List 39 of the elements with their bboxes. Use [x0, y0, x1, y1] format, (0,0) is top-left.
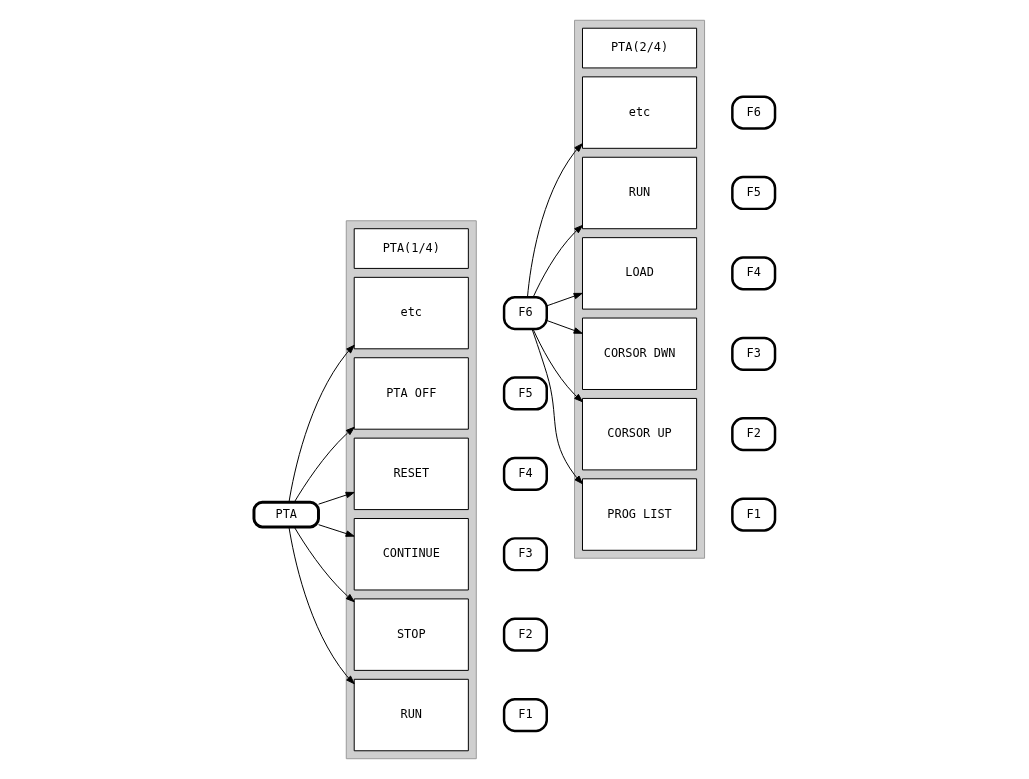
arrow	[318, 491, 355, 505]
node-box: etc	[582, 76, 698, 149]
node-box: PTA OFF	[353, 357, 469, 430]
node-box: F3	[502, 537, 548, 572]
node-box: CONTINUE	[353, 518, 469, 591]
arrow	[546, 292, 583, 307]
node-box: etc	[353, 276, 469, 350]
node-box: RUN	[582, 156, 698, 230]
node-box: CORSOR DWN	[582, 317, 698, 390]
node-box: F3	[731, 336, 777, 371]
node-box: PROG LIST	[582, 478, 698, 551]
arrow	[288, 344, 355, 503]
node-box: RUN	[353, 678, 469, 752]
node-box: STOP	[353, 598, 469, 671]
arrow	[532, 224, 583, 298]
node-box: LOAD	[582, 237, 698, 310]
arrow	[531, 328, 583, 485]
node-box: PTA(1/4)	[353, 228, 469, 269]
arrow	[546, 320, 583, 334]
node-box: PTA(2/4)	[582, 27, 698, 69]
arrow	[527, 143, 583, 298]
node-box: F2	[731, 417, 777, 452]
node-box: F5	[502, 376, 548, 411]
node-box: PTA	[252, 500, 320, 529]
node-box: F1	[731, 497, 777, 532]
arrow	[293, 426, 355, 503]
node-box: F5	[731, 175, 777, 211]
arrow	[293, 526, 355, 603]
node-box: F4	[731, 256, 777, 291]
node-box: F6	[502, 295, 548, 331]
node-box: F1	[502, 697, 548, 733]
node-box: F6	[731, 95, 777, 130]
node-box: RESET	[353, 437, 469, 511]
node-box: F2	[502, 617, 548, 652]
arrow	[288, 526, 355, 685]
arrow	[318, 524, 355, 537]
arrow	[532, 328, 583, 403]
node-box: CORSOR UP	[582, 397, 698, 471]
node-box: F4	[502, 456, 548, 491]
